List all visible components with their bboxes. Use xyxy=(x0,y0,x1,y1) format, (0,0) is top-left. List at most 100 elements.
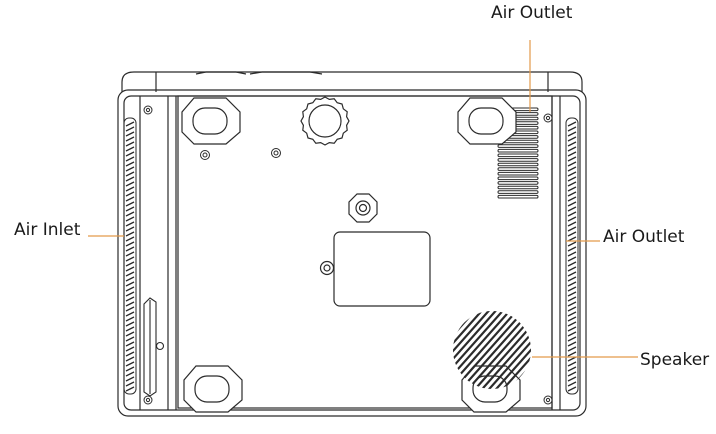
vent-hatch-line xyxy=(567,361,577,367)
vent-hatch-line xyxy=(125,276,135,282)
vent-slot xyxy=(497,185,539,190)
vent-hatch-line xyxy=(125,381,135,387)
vent-hatch-line xyxy=(125,211,135,217)
vent-hatch-line xyxy=(567,296,577,302)
vent-hatch-line xyxy=(567,261,577,267)
air-outlet-side-grille xyxy=(565,117,579,395)
vent-hatch-line xyxy=(567,366,577,372)
vent-hatch-line xyxy=(567,331,577,337)
vent-hatch-line xyxy=(567,256,577,262)
vent-hatch-line xyxy=(125,321,135,327)
vent-slot xyxy=(497,144,539,148)
vent-hatch-line xyxy=(125,251,135,257)
vent-hatch-line xyxy=(567,286,577,292)
vent-hatch-line xyxy=(125,376,135,382)
vent-hatch-line xyxy=(567,131,577,137)
vent-hatch-line xyxy=(125,261,135,267)
vent-hatch-line xyxy=(125,291,135,297)
vent-hatch-line xyxy=(125,306,135,312)
vent-hatch-line xyxy=(567,191,577,197)
vent-hatch-line xyxy=(125,196,135,202)
vent-hatch-line xyxy=(567,161,577,167)
vent-hatch-line xyxy=(125,141,135,147)
label-speaker: Speaker xyxy=(640,350,710,370)
vent-hatch-line xyxy=(125,281,135,287)
speaker-slot xyxy=(468,311,531,389)
speaker-slot xyxy=(453,311,515,389)
projector-body-outline xyxy=(117,89,587,417)
vent-hatch-line xyxy=(125,176,135,182)
label-air-inlet: Air Inlet xyxy=(14,220,81,240)
vent-hatch-line xyxy=(125,206,135,212)
vent-slot xyxy=(497,167,539,171)
vent-hatch-line xyxy=(567,196,577,202)
vent-hatch-line xyxy=(125,121,135,127)
foot-top-right xyxy=(457,97,517,145)
vent-hatch-line xyxy=(125,166,135,172)
vent-hatch-line xyxy=(567,351,577,357)
vent-hatch-line xyxy=(125,126,135,132)
vent-hatch-line xyxy=(567,186,577,192)
vent-hatch-line xyxy=(125,351,135,357)
vent-hatch-line xyxy=(567,151,577,157)
vent-hatch-line xyxy=(125,356,135,362)
vent-hatch-line xyxy=(125,221,135,227)
vent-hatch-line xyxy=(125,341,135,347)
vent-slot xyxy=(497,153,539,158)
vent-hatch-line xyxy=(567,281,577,287)
vent-hatch-line xyxy=(567,306,577,312)
vent-hatch-line xyxy=(567,216,577,222)
vent-hatch-line xyxy=(567,311,577,317)
vent-hatch-line xyxy=(125,331,135,337)
vent-hatch-line xyxy=(567,201,577,207)
speaker-slot xyxy=(453,311,508,389)
small-screws xyxy=(143,105,553,405)
vent-hatch-line xyxy=(567,121,577,127)
top-lip xyxy=(121,71,583,92)
vent-hatch-line xyxy=(125,311,135,317)
vent-hatch-line xyxy=(125,146,135,152)
vent-hatch-line xyxy=(567,181,577,187)
vent-hatch-line xyxy=(125,136,135,142)
foot-top-left xyxy=(181,97,241,145)
vent-hatch-line xyxy=(567,376,577,382)
vent-hatch-line xyxy=(125,161,135,167)
vent-hatch-line xyxy=(125,151,135,157)
vent-slot xyxy=(497,148,539,153)
vent-hatch-line xyxy=(125,216,135,222)
vent-hatch-line xyxy=(567,221,577,227)
vent-hatch-line xyxy=(567,266,577,272)
speaker-slot xyxy=(496,311,531,389)
vent-hatch-line xyxy=(567,276,577,282)
vent-hatch-line xyxy=(125,366,135,372)
vent-hatch-line xyxy=(125,286,135,292)
vent-hatch-line xyxy=(125,191,135,197)
vent-hatch-line xyxy=(125,186,135,192)
lamp-cover xyxy=(319,231,431,307)
vent-hatch-line xyxy=(125,241,135,247)
vent-slot xyxy=(497,176,539,181)
vent-hatch-line xyxy=(567,346,577,352)
vent-slot xyxy=(497,171,539,176)
vent-hatch-line xyxy=(567,126,577,132)
vent-hatch-line xyxy=(125,296,135,302)
vent-hatch-line xyxy=(567,166,577,172)
vent-slot xyxy=(497,194,539,199)
vent-hatch-line xyxy=(567,211,577,217)
speaker-slot xyxy=(475,311,531,389)
speaker-slot xyxy=(453,311,494,389)
vent-hatch-line xyxy=(125,256,135,262)
vent-hatch-line xyxy=(567,241,577,247)
vent-hatch-line xyxy=(125,236,135,242)
vent-hatch-line xyxy=(567,301,577,307)
vent-hatch-line xyxy=(567,356,577,362)
vent-hatch-line xyxy=(125,156,135,162)
vent-hatch-line xyxy=(125,346,135,352)
vent-hatch-line xyxy=(125,246,135,252)
vent-hatch-line xyxy=(567,316,577,322)
speaker-slot xyxy=(489,311,531,389)
vent-hatch-line xyxy=(567,251,577,257)
vent-hatch-line xyxy=(567,226,577,232)
vent-slot xyxy=(497,162,539,167)
